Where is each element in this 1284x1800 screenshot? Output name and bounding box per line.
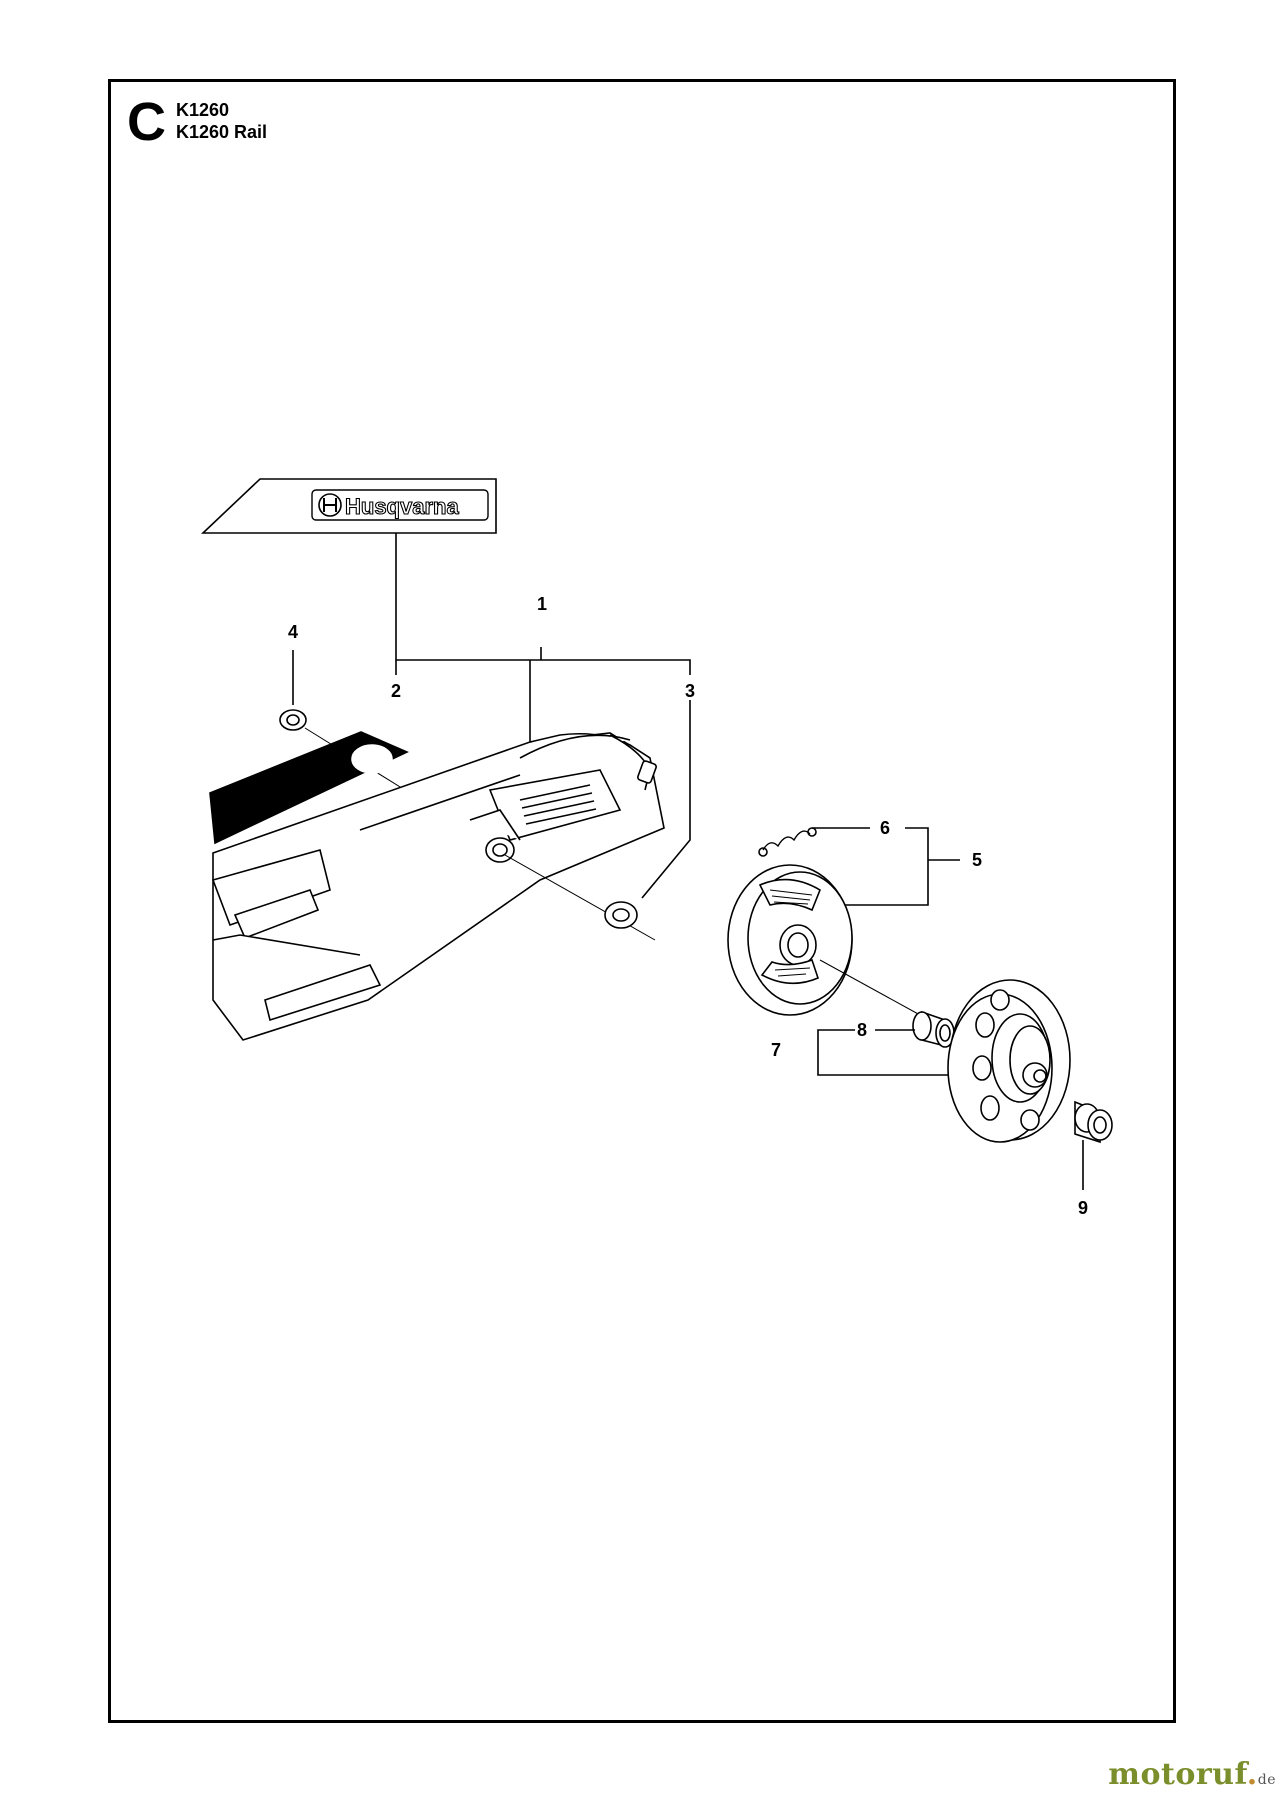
spring-part <box>758 827 870 857</box>
svg-text:Husqvarna: Husqvarna <box>345 494 459 519</box>
watermark: motoruf.de <box>1108 1757 1276 1792</box>
clutch-part <box>727 864 853 1016</box>
washer-part <box>604 901 638 929</box>
clutch-drum-part <box>947 979 1071 1143</box>
model-name: K1260 <box>176 100 230 120</box>
nut-part <box>279 709 406 791</box>
callout-2: 2 <box>390 681 401 701</box>
callout-5: 5 <box>971 850 982 870</box>
diagram-frame <box>108 79 1176 1723</box>
black-plate-part <box>209 731 409 845</box>
callout-9: 9 <box>1077 1198 1088 1218</box>
callout-6: 6 <box>879 818 890 838</box>
section-letter: C <box>127 92 166 152</box>
model-name-rail: K1260 Rail <box>176 122 268 142</box>
watermark-dot: . <box>1246 1757 1258 1792</box>
needle-bearing-part <box>912 1010 955 1048</box>
callout-8: 8 <box>856 1020 867 1040</box>
sleeve-part <box>1074 1100 1113 1144</box>
cutting-arm-part <box>211 732 665 1041</box>
callout-3: 3 <box>684 681 695 701</box>
callout-4: 4 <box>287 622 298 642</box>
watermark-tld: de <box>1257 1772 1276 1788</box>
watermark-name: motoruf <box>1108 1757 1247 1792</box>
callout-7: 7 <box>770 1040 781 1060</box>
callout-1: 1 <box>536 594 547 614</box>
husqvarna-decal: Husqvarna <box>200 478 497 534</box>
